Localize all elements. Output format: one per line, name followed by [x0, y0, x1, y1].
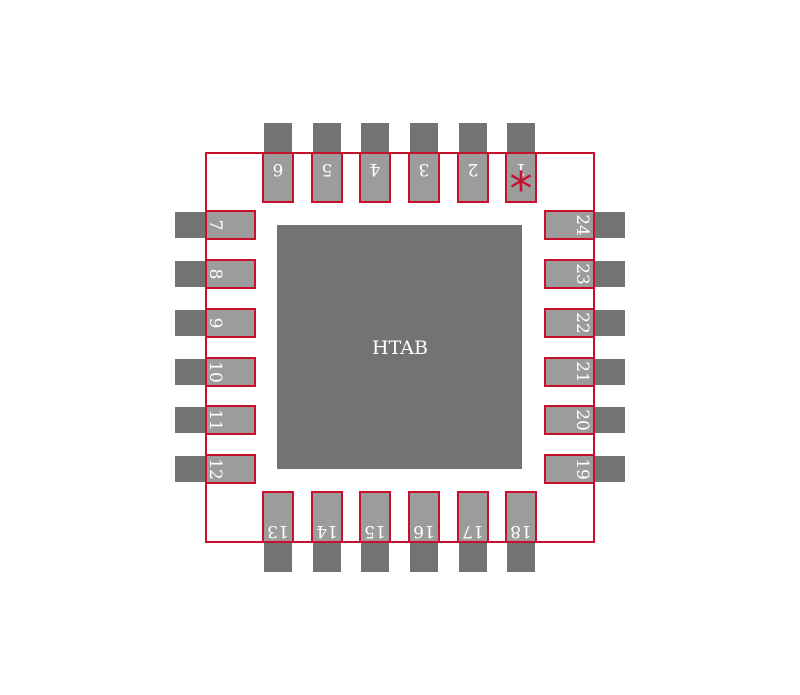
pin-label: 4: [370, 159, 381, 179]
center-pad-label: HTAB: [372, 337, 428, 359]
pin-label: 5: [322, 159, 333, 179]
pin-label: 9: [205, 318, 225, 329]
pin-pad: [544, 405, 595, 435]
pin-label: 8: [205, 269, 225, 280]
pad-copper-bottom: [313, 542, 341, 572]
pin-pad: [544, 308, 595, 338]
pad-copper-right: [594, 212, 625, 238]
pad-copper-right: [594, 261, 625, 287]
pad-copper-bottom: [459, 542, 487, 572]
pin-pad: [505, 152, 537, 203]
pad-copper-top: [507, 123, 535, 153]
pad-copper-bottom: [410, 542, 438, 572]
pin-pad: [408, 491, 440, 543]
pin-pad: [262, 152, 294, 203]
pin-label: 1: [516, 159, 527, 179]
pin-label: 13: [267, 521, 289, 541]
pad-copper-right: [594, 407, 625, 433]
pad-copper-left: [175, 456, 206, 482]
copper-pads-layer: [175, 123, 625, 572]
pin1-marker: *: [510, 162, 533, 216]
pin-label: 6: [273, 159, 284, 179]
pad-copper-bottom: [264, 542, 292, 572]
pin-pad: [359, 152, 391, 203]
pad-copper-left: [175, 261, 206, 287]
pad-copper-left: [175, 212, 206, 238]
pad-copper-bottom: [507, 542, 535, 572]
pin-pad: [205, 259, 256, 289]
pin-label: 24: [572, 214, 592, 236]
pin-label: 20: [572, 409, 592, 431]
pin-pad: [408, 152, 440, 203]
pin-label: 11: [205, 409, 225, 431]
pin-pad: [311, 491, 343, 543]
pin-label: 3: [419, 159, 430, 179]
pin-label: 15: [364, 521, 386, 541]
pin-label: 19: [572, 458, 592, 480]
pad-copper-top: [264, 123, 292, 153]
pin-pad: [505, 491, 537, 543]
pad-copper-left: [175, 407, 206, 433]
pin-pad: [311, 152, 343, 203]
pad-copper-top: [313, 123, 341, 153]
pin-label: 2: [468, 159, 479, 179]
pad-copper-top: [459, 123, 487, 153]
pad-copper-bottom: [361, 542, 389, 572]
pin-pad: [457, 152, 489, 203]
pad-copper-top: [410, 123, 438, 153]
pin-label: 23: [572, 263, 592, 285]
pin-pad: [205, 405, 256, 435]
pin-label: 14: [316, 521, 338, 541]
pin-label: 16: [413, 521, 435, 541]
pin-label: 10: [205, 361, 225, 383]
pad-copper-left: [175, 310, 206, 336]
pin-label: 7: [205, 220, 225, 231]
pin-label: 18: [510, 521, 532, 541]
pin-pad: [544, 357, 595, 387]
pin-pad: [457, 491, 489, 543]
pin-pad: [205, 454, 256, 484]
pad-copper-right: [594, 456, 625, 482]
pin-label: 22: [572, 312, 592, 334]
pin-pad: [544, 210, 595, 240]
pad-copper-left: [175, 359, 206, 385]
pin-pad: [205, 308, 256, 338]
pin-pad: [205, 357, 256, 387]
pad-copper-right: [594, 359, 625, 385]
pad-copper-right: [594, 310, 625, 336]
pin-pad: [544, 454, 595, 484]
pin-label: 17: [462, 521, 484, 541]
pin-pad: [544, 259, 595, 289]
pin-pad: [359, 491, 391, 543]
body-outline: [205, 152, 595, 543]
pin-label: 12: [205, 458, 225, 480]
pin-pad: [262, 491, 294, 543]
pin-pad: [205, 210, 256, 240]
pad-copper-top: [361, 123, 389, 153]
center-thermal-pad: [277, 225, 522, 469]
pin-label: 21: [572, 361, 592, 383]
